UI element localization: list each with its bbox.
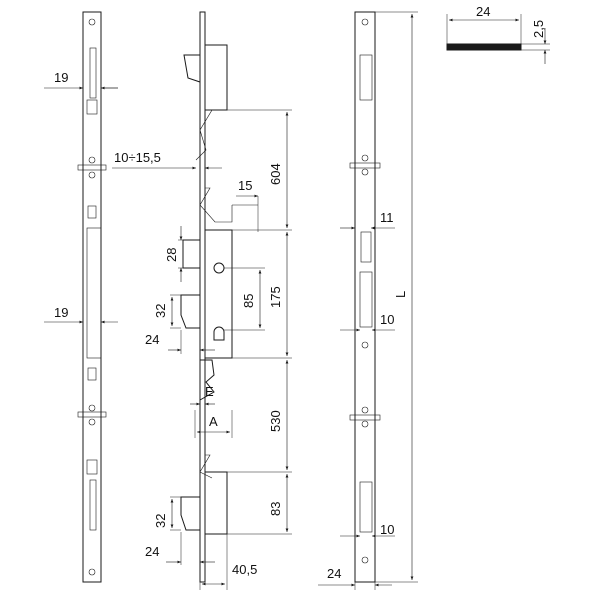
lower-latch: [180, 496, 201, 531]
screw-hole: [88, 18, 96, 26]
left-window-3: [87, 367, 97, 381]
lower-gear: [199, 359, 215, 401]
right-slot-top: [359, 54, 373, 101]
screw-hole: [361, 168, 369, 176]
left-faceplate-outline: [82, 11, 102, 583]
cross-section-view: 24 2,5: [446, 4, 550, 64]
cylinder-hole: [213, 326, 225, 341]
dim-10-lower-label: 10: [380, 522, 394, 537]
section-width-label: 24: [476, 4, 490, 19]
section-bar-outline: [446, 43, 522, 51]
lower-case: [204, 471, 228, 535]
dim-175-label: 175: [268, 286, 283, 308]
right-plate-outline: [354, 11, 376, 583]
dim-10-upper-label: 10: [380, 312, 394, 327]
left-slot-bottom: [89, 479, 97, 531]
section-thickness-label: 2,5: [531, 20, 546, 38]
length-L-label: L: [393, 291, 408, 298]
faceplate-width-top-label: 19: [54, 70, 68, 85]
left-slot-top: [89, 47, 97, 99]
main-case: [204, 229, 233, 359]
center-faceplate: [199, 11, 206, 583]
screw-hole: [88, 568, 96, 576]
right-window-1: [360, 231, 372, 263]
mid-bolt: [199, 187, 233, 223]
dim-32-upper-label: 32: [153, 304, 168, 318]
right-slot-bottom: [359, 481, 373, 533]
upper-hook: [183, 54, 201, 83]
screw-hole: [88, 418, 96, 426]
screw-hole: [88, 156, 96, 164]
screw-hole: [361, 420, 369, 428]
left-window-top: [86, 99, 98, 115]
screw-hole: [361, 154, 369, 162]
upper-bolt: [195, 109, 213, 161]
right-slot-mid: [359, 271, 373, 328]
dim-28-label: 28: [164, 248, 179, 262]
left-screw-holes: [88, 18, 96, 576]
left-slot-mid: [86, 227, 102, 359]
lower-bolt: [199, 454, 213, 479]
upper-latch: [180, 294, 201, 329]
right-screw-holes: [361, 18, 369, 564]
right-strike-view: 11 10 10 L 24: [318, 11, 418, 590]
dim-604-label: 604: [268, 163, 283, 185]
center-lock-view: 10÷15,5 604 15 28 175 85 32 24: [112, 11, 292, 590]
screw-hole: [88, 171, 96, 179]
screw-hole: [361, 341, 369, 349]
dim-E-label: E: [205, 384, 214, 399]
screw-hole: [361, 18, 369, 26]
dim-83-label: 83: [268, 502, 283, 516]
dim-24-bottom-label: 24: [327, 566, 341, 581]
right-clips: [349, 162, 381, 421]
upper-case: [204, 44, 228, 111]
left-faceplate-view: 19 19: [44, 11, 118, 583]
spindle-hole: [213, 262, 225, 274]
dim-15-label: 15: [238, 178, 252, 193]
dim-32-lower-label: 32: [153, 514, 168, 528]
left-window-4: [86, 459, 98, 475]
faceplate-width-mid-label: 19: [54, 305, 68, 320]
dim-40-5-label: 40,5: [232, 562, 257, 577]
backset-range-label: 10÷15,5: [114, 150, 161, 165]
deadbolt: [182, 239, 201, 269]
screw-hole: [361, 556, 369, 564]
left-window-2: [87, 205, 97, 219]
section-bar: [447, 44, 521, 50]
screw-hole: [88, 404, 96, 412]
dim-A-label: A: [209, 414, 218, 429]
dim-85-label: 85: [241, 294, 256, 308]
left-clips: [77, 164, 107, 418]
dim-24-lower-label: 24: [145, 544, 159, 559]
screw-hole: [361, 406, 369, 414]
dim-24-upper-label: 24: [145, 332, 159, 347]
dim-11-label: 11: [380, 210, 394, 225]
dim-530-label: 530: [268, 410, 283, 432]
